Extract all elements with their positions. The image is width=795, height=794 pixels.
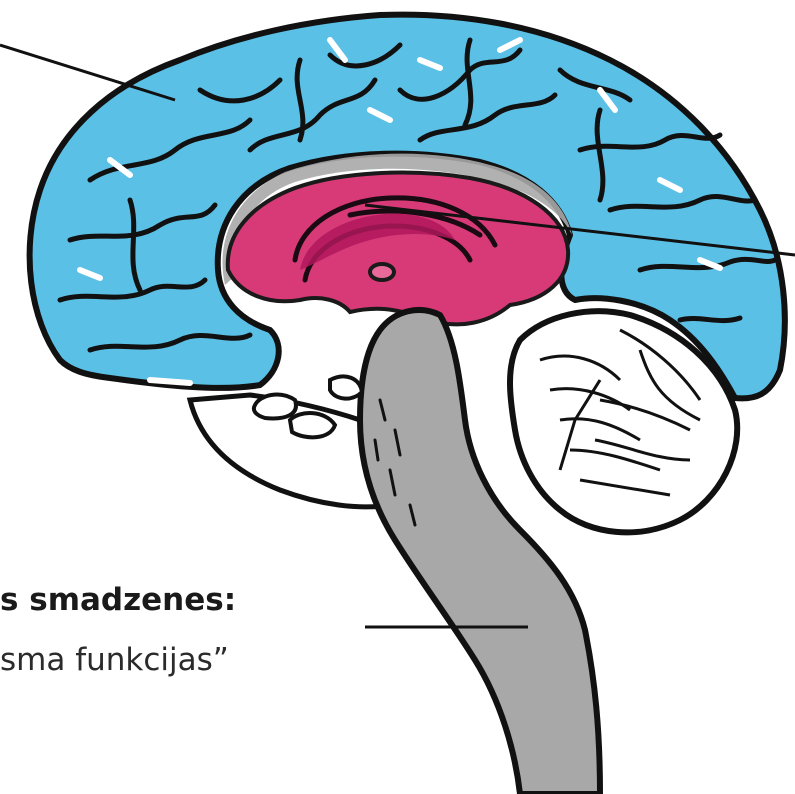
thalamus-nucleus — [370, 264, 394, 280]
limbic-system — [228, 173, 568, 325]
brainstem-label-title: s smadzenes: — [0, 580, 236, 620]
brainstem-label-subtitle: sma funkcijas” — [0, 640, 229, 680]
